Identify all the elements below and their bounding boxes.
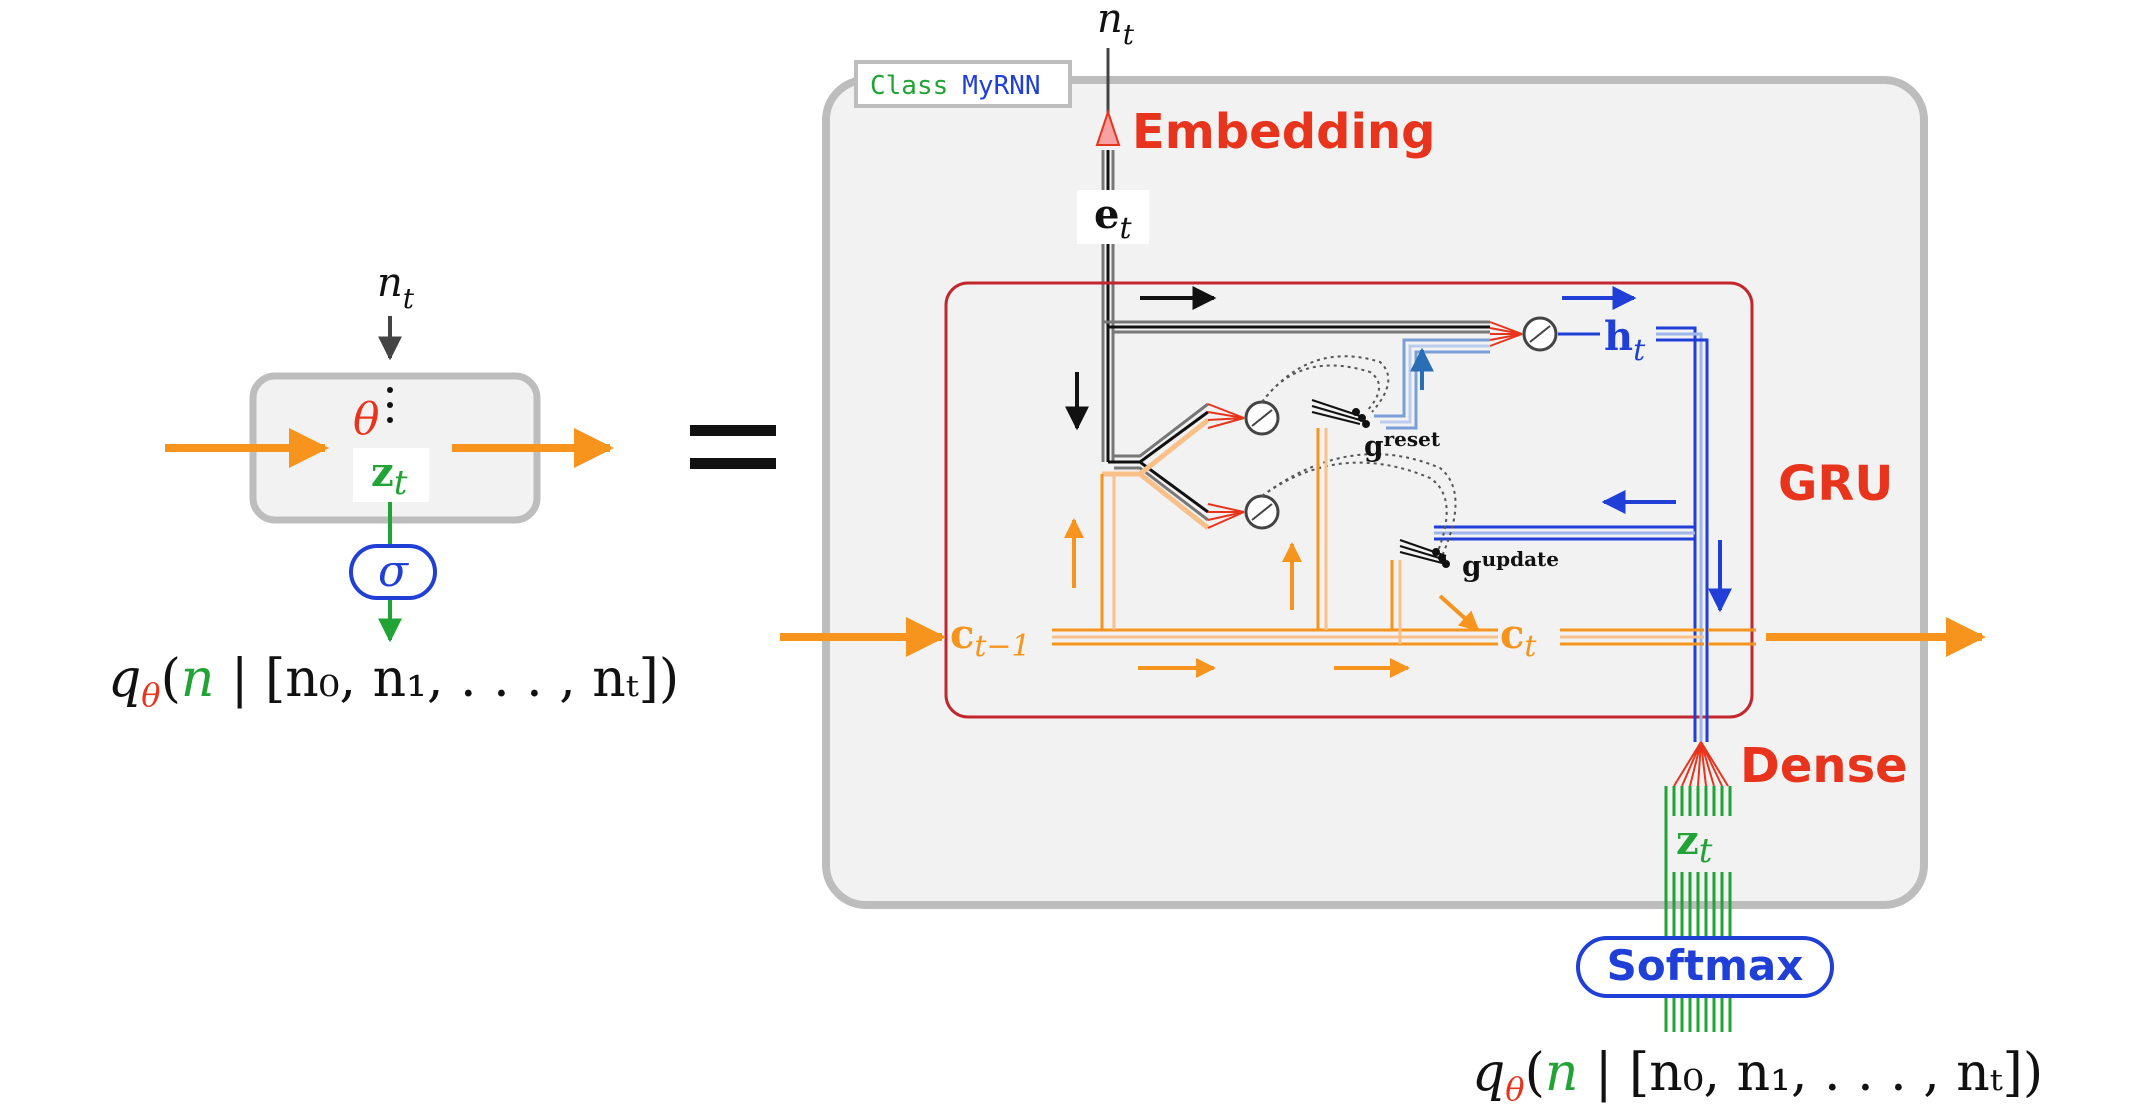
h-label-bg bbox=[1600, 312, 1656, 364]
left-diagram: nt θ zt σ qθ(n | [n₀, n₁, . . . , nₜ]) bbox=[108, 260, 679, 714]
gru-box bbox=[944, 281, 1754, 719]
left-input-label: nt bbox=[377, 260, 415, 315]
z-label-bg bbox=[1670, 816, 1738, 872]
h-fan bbox=[1489, 321, 1523, 347]
update-gate-label: gupdate bbox=[1462, 547, 1559, 583]
h-recurrence bbox=[1434, 525, 1695, 541]
reset-fan bbox=[1207, 403, 1245, 429]
z-label: zt bbox=[1676, 817, 1713, 871]
cell-state-path bbox=[1052, 428, 1756, 646]
reset-path bbox=[1374, 338, 1490, 430]
embedding-label: Embedding bbox=[1132, 104, 1435, 160]
left-vdots bbox=[387, 387, 393, 423]
h-output-path bbox=[1558, 326, 1709, 742]
reset-switch-icon bbox=[1311, 399, 1370, 428]
softmax-box bbox=[1576, 936, 1834, 998]
c-prev-bg bbox=[948, 612, 1052, 662]
equals-sign bbox=[690, 425, 776, 469]
e-label: et bbox=[1094, 191, 1132, 246]
h-label: ht bbox=[1604, 313, 1646, 368]
right-output-formula: qθ(n | [n₀, n₁, . . . , nₜ]) bbox=[1472, 1043, 2043, 1108]
left-z-bg bbox=[353, 448, 429, 502]
embedding-triangle bbox=[1095, 108, 1121, 146]
gate-dotted-links bbox=[1261, 355, 1457, 557]
left-theta: θ bbox=[353, 394, 380, 445]
left-z-label: zt bbox=[371, 449, 408, 503]
dense-fan bbox=[1673, 741, 1729, 787]
right-input-label: nt bbox=[1097, 0, 1135, 51]
left-sigma: σ bbox=[378, 546, 410, 597]
softmax-label: Softmax bbox=[1607, 941, 1804, 990]
c-label: ct bbox=[1500, 611, 1537, 664]
flow-arrow-c-diag bbox=[1438, 594, 1480, 632]
left-sigma-box bbox=[349, 544, 437, 600]
e-to-h-path bbox=[1103, 320, 1490, 334]
left-output-formula: qθ(n | [n₀, n₁, . . . , nₜ]) bbox=[108, 649, 679, 714]
e-label-bg bbox=[1077, 190, 1149, 244]
update-fan bbox=[1207, 503, 1245, 529]
dense-label: Dense bbox=[1740, 738, 1908, 794]
update-switch-icon bbox=[1399, 539, 1450, 568]
class-box bbox=[822, 76, 1928, 909]
gru-label: GRU bbox=[1778, 456, 1893, 512]
c-prev-label: ct−1 bbox=[950, 611, 1031, 664]
class-label-box bbox=[854, 60, 1072, 108]
c-label-bg bbox=[1498, 612, 1560, 662]
reset-gate-label: greset bbox=[1364, 427, 1441, 463]
